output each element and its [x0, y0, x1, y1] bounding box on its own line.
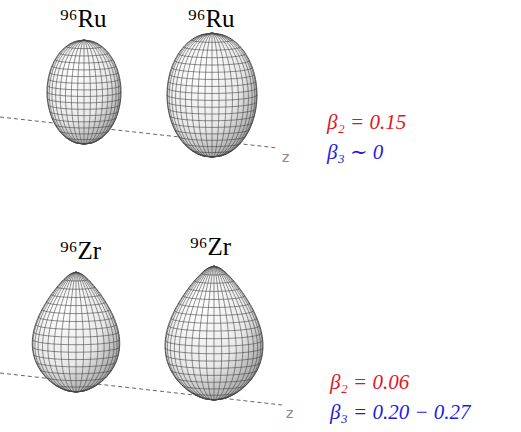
- nucleus-shape: [32, 272, 119, 392]
- nucleus-label: ⁹⁶Ru: [60, 6, 107, 31]
- axis-label: z: [286, 406, 293, 420]
- nucleus-shape: [167, 33, 257, 157]
- nucleus-label: ⁹⁶Zr: [190, 234, 231, 259]
- deformation-value: β₂ = 0.15: [327, 112, 406, 133]
- deformation-value: β₂ = 0.06: [330, 372, 409, 393]
- nucleus-label: ⁹⁶Ru: [188, 6, 235, 31]
- nucleus-label: ⁹⁶Zr: [60, 238, 101, 263]
- nucleus-shape: [165, 266, 263, 400]
- nucleus-shape: [47, 40, 121, 144]
- deformation-value: β₃ ∼ 0: [327, 142, 383, 163]
- deformation-value: β₃ = 0.20 − 0.27: [330, 402, 471, 423]
- axis-label: z: [282, 150, 289, 164]
